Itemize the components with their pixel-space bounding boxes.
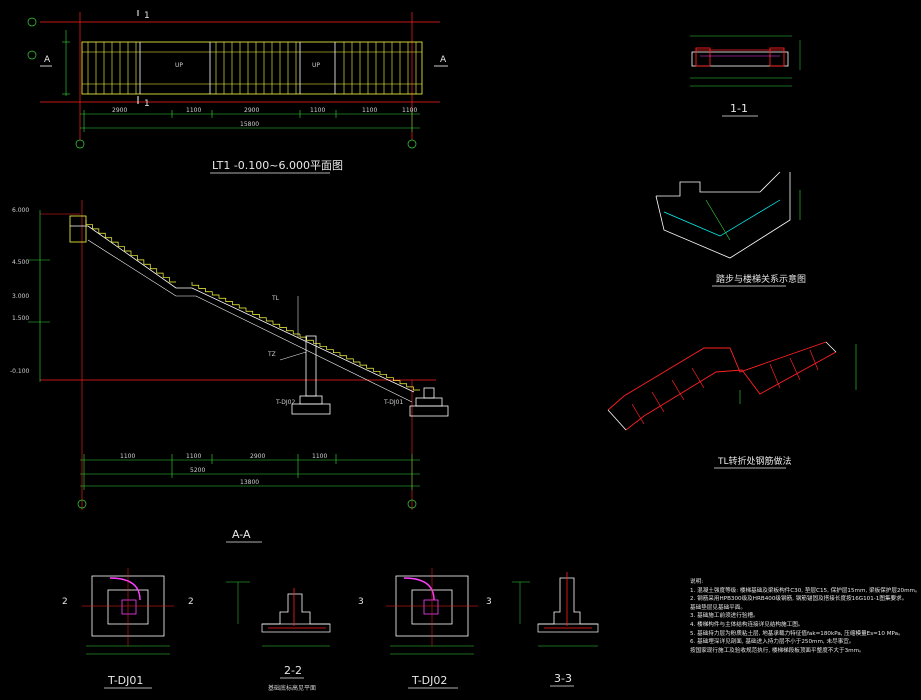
plan-axis-bubble-left-mid bbox=[27, 50, 37, 60]
svg-text:TL: TL bbox=[271, 295, 280, 302]
plan-dim-5: 1100 bbox=[362, 107, 377, 114]
notes-heading: 说明: bbox=[690, 579, 704, 585]
section-1-1: 1-1 bbox=[690, 35, 801, 117]
aa-axis-bubble-left bbox=[77, 499, 87, 509]
plan-section-mark-bottom: 1 bbox=[144, 99, 150, 109]
dj02-mark-left: 3 bbox=[358, 597, 364, 607]
tl-detail-title: TL转折处钢筋做法 bbox=[717, 455, 792, 467]
plan-axis-bubble-bottom-left bbox=[75, 139, 85, 149]
notes-line-2: 2. 钢筋采用HPB300级及HRB400级钢筋, 钢筋锚固及搭接长度按16G1… bbox=[690, 596, 908, 603]
s33-title: 3-3 bbox=[554, 672, 572, 685]
notes-line-4: 3. 基础施工前须进行验槽。 bbox=[690, 613, 759, 620]
aa-dim-total: 13800 bbox=[240, 479, 259, 486]
plan-dim-6: 1100 bbox=[402, 107, 417, 114]
aa-elev-4: 1.500 bbox=[12, 315, 29, 322]
s22-title: 2-2 bbox=[284, 664, 302, 677]
dj02-detail: 3 3 T-DJ02 bbox=[358, 568, 492, 689]
s22-note: 基础底标高见平面 bbox=[268, 684, 316, 692]
plan-stair-treads bbox=[87, 42, 417, 94]
notes-line-7: 6. 基础埋深详见剖面, 基础进入持力层不小于250mm, 未尽事宜。 bbox=[690, 639, 855, 646]
notes-line-5: 4. 楼梯构件与主体结构连接详见结构施工图。 bbox=[690, 621, 804, 628]
cad-drawing-canvas: UP UP 1 1 A A 2900 1100 2900 1100 1100 1… bbox=[10, 10, 857, 692]
plan-axis-bubble-bottom-right bbox=[407, 139, 417, 149]
aa-dim-4: 2900 bbox=[250, 453, 265, 460]
dj01-detail: 2 2 T-DJ01 bbox=[62, 568, 194, 689]
plan-view: UP UP 1 1 A A 2900 1100 2900 1100 1100 1… bbox=[27, 10, 448, 174]
plan-section-ref-left: A bbox=[44, 55, 51, 65]
notes-line-3: 基础垫层见基础平面。 bbox=[690, 604, 746, 611]
section-2-2: 2-2 基础底标高见平面 bbox=[226, 581, 331, 692]
section-a-a: 6.000 4.500 3.000 1.500 -0.100 TL TZ T-D… bbox=[10, 200, 449, 543]
plan-dim-1: 2900 bbox=[112, 107, 127, 114]
section-3-3: 3-3 bbox=[512, 572, 599, 687]
aa-dim-5: 1100 bbox=[312, 453, 327, 460]
aa-title: A-A bbox=[232, 528, 251, 541]
dj01-mark-right: 2 bbox=[188, 597, 194, 607]
aa-axis-bubble-right bbox=[407, 499, 417, 509]
joint-detail: 踏步与楼梯关系示意图 bbox=[655, 171, 806, 287]
plan-dim-3: 2900 bbox=[244, 107, 259, 114]
aa-elev-5: -0.100 bbox=[10, 368, 30, 375]
dj02-title: T-DJ02 bbox=[411, 674, 447, 687]
dj01-mark-left: 2 bbox=[62, 597, 68, 607]
aa-dim-1: 1100 bbox=[120, 453, 135, 460]
svg-text:UP: UP bbox=[175, 62, 183, 69]
plan-stair-outline bbox=[81, 41, 423, 95]
plan-dim-2: 1100 bbox=[186, 107, 201, 114]
aa-elev-2: 4.500 bbox=[12, 259, 29, 266]
plan-section-mark-top: 1 bbox=[144, 11, 150, 21]
svg-text:UP: UP bbox=[312, 62, 320, 69]
notes-line-8: 按国家现行施工及验收规范执行, 楼梯梯段板顶面平整度不大于3mm。 bbox=[690, 647, 865, 654]
joint-detail-title: 踏步与楼梯关系示意图 bbox=[716, 273, 806, 285]
aa-stair-steps bbox=[85, 220, 420, 391]
aa-elev-3: 3.000 bbox=[12, 293, 29, 300]
plan-section-ref-right: A bbox=[440, 55, 447, 65]
aa-label-right: T-DJ01 bbox=[383, 399, 403, 406]
tl-detail: TL转折处钢筋做法 bbox=[607, 341, 857, 469]
aa-dim-2: 5200 bbox=[190, 467, 205, 474]
aa-elev-1: 6.000 bbox=[12, 207, 29, 214]
svg-text:TZ: TZ bbox=[267, 351, 276, 358]
plan-axis-bubble-left-top bbox=[27, 17, 37, 27]
notes-line-6: 5. 基础持力层为粉质粘土层, 地基承载力特征值fak=180kPa, 压缩模量… bbox=[690, 630, 904, 637]
dj02-mark-right: 3 bbox=[486, 597, 492, 607]
plan-view-title: LT1 -0.100~6.000平面图 bbox=[212, 159, 343, 172]
aa-dim-3: 1100 bbox=[186, 453, 201, 460]
general-notes: 说明: 1. 混凝土强度等级: 楼梯基础及梁板构件C30, 垫层C15, 保护层… bbox=[690, 578, 921, 655]
section-1-1-title: 1-1 bbox=[730, 102, 748, 115]
aa-label-left: T-DJ02 bbox=[275, 399, 295, 406]
plan-dim-total: 15800 bbox=[240, 121, 259, 128]
plan-dim-4: 1100 bbox=[310, 107, 325, 114]
dj01-title: T-DJ01 bbox=[107, 674, 143, 687]
notes-line-1: 1. 混凝土强度等级: 楼梯基础及梁板构件C30, 垫层C15, 保护层15mm… bbox=[690, 587, 921, 594]
